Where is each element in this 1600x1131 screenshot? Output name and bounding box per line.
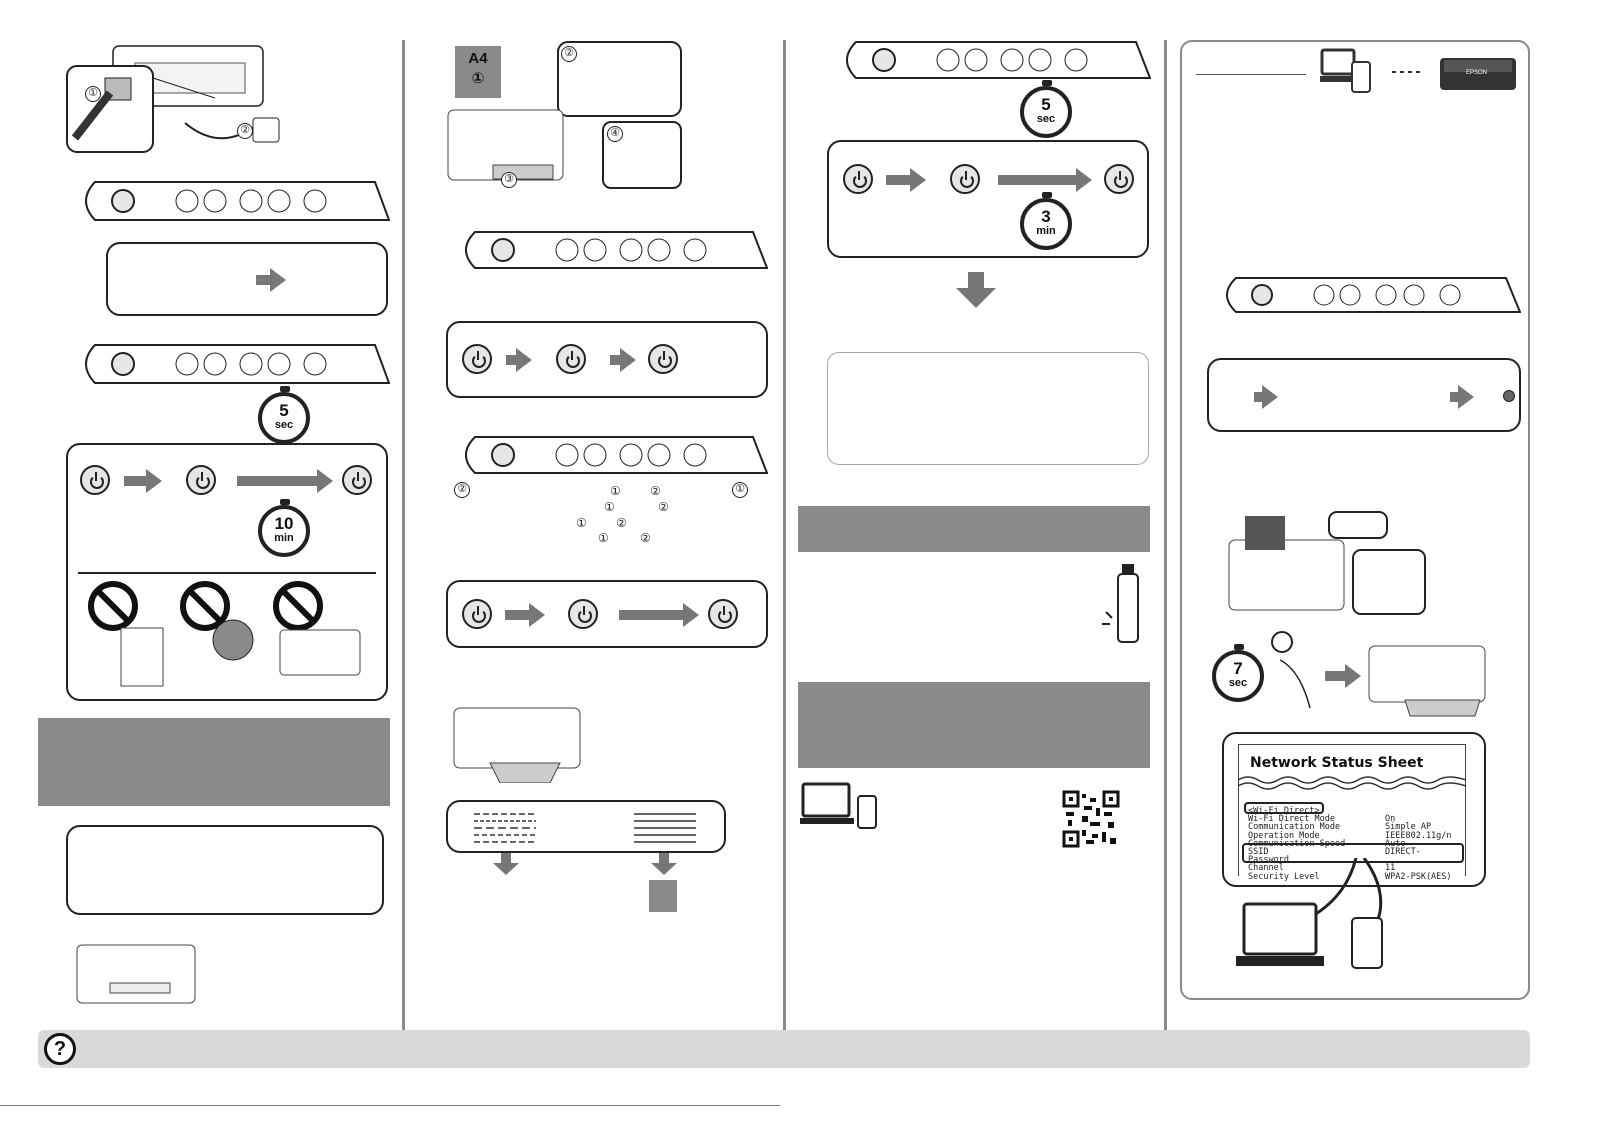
control-panel-3 bbox=[455, 230, 768, 270]
step-1-marker: ① bbox=[85, 86, 101, 102]
control-panel-2 bbox=[75, 343, 390, 385]
sequence-marker: ① bbox=[598, 531, 609, 545]
wifi-direct-light-on bbox=[1503, 390, 1515, 402]
section-label-row: <Wi-Fi Direct> bbox=[1248, 806, 1320, 816]
table-row: Password bbox=[1248, 855, 1289, 866]
step-2-marker: ② bbox=[561, 46, 577, 62]
question-icon[interactable]: ? bbox=[44, 1033, 76, 1065]
qr-code[interactable] bbox=[1062, 790, 1120, 848]
sequence-marker: ② bbox=[650, 484, 661, 498]
printing-printer-illustration bbox=[1365, 630, 1490, 720]
wifi-direct-section-highlight bbox=[1244, 802, 1324, 814]
sequence-marker: ① bbox=[604, 500, 615, 514]
help-bar bbox=[38, 1030, 1530, 1068]
devices-to-printer-illustration: EPSON bbox=[1320, 44, 1520, 96]
step-1-marker: ① bbox=[732, 482, 748, 498]
prohibited-actions-illustration bbox=[85, 580, 375, 692]
section-header-bar-2 bbox=[798, 506, 1150, 552]
column-divider-1 bbox=[402, 40, 405, 1046]
wifi-direct-section-frame bbox=[1180, 40, 1530, 1000]
power-icon bbox=[648, 344, 678, 374]
step-2-marker: ② bbox=[237, 123, 253, 139]
step-2-marker: ② bbox=[454, 482, 470, 498]
step-3-marker: ③ bbox=[501, 172, 517, 188]
power-cable-illustration: ① ② bbox=[65, 38, 390, 156]
power-icon bbox=[843, 164, 873, 194]
power-icon bbox=[462, 344, 492, 374]
laptop-phone-icon bbox=[800, 782, 880, 832]
torn-edge bbox=[1238, 774, 1466, 792]
sequence-marker: ② bbox=[658, 500, 669, 514]
arrow-down bbox=[956, 272, 996, 308]
control-panel-1 bbox=[75, 180, 390, 222]
section-header-bar-1 bbox=[38, 718, 390, 806]
power-icon bbox=[342, 465, 372, 495]
power-icon-blinking bbox=[950, 164, 980, 194]
load-paper-illustration bbox=[1225, 510, 1430, 618]
note-box bbox=[827, 352, 1149, 465]
power-icon bbox=[1104, 164, 1134, 194]
nozzle-pattern-good bbox=[632, 810, 698, 844]
column-divider-3 bbox=[1164, 40, 1167, 1046]
sequence-marker: ① bbox=[576, 516, 587, 530]
power-icon-blinking bbox=[568, 599, 598, 629]
ink-bottle-illustration bbox=[1100, 562, 1146, 644]
nozzle-check-pattern-box bbox=[446, 800, 726, 853]
power-icon bbox=[708, 599, 738, 629]
power-sequence-box-2 bbox=[446, 321, 768, 398]
step-4-marker: ④ bbox=[607, 126, 623, 142]
network-status-sheet-title: Network Status Sheet bbox=[1250, 755, 1424, 771]
power-icon-blinking bbox=[186, 465, 216, 495]
printer-output-illustration bbox=[450, 688, 585, 783]
footer-rule bbox=[0, 1105, 780, 1106]
laptop-and-phone-illustration bbox=[1236, 858, 1396, 970]
separator-line bbox=[78, 572, 376, 574]
control-panel-6 bbox=[1216, 276, 1521, 314]
sequence-marker: ② bbox=[640, 531, 651, 545]
sequence-marker: ① bbox=[610, 484, 621, 498]
column-divider-2 bbox=[783, 40, 786, 1046]
wifi-lights-box bbox=[106, 242, 388, 316]
header-rule bbox=[1196, 74, 1306, 75]
arrow-down bbox=[493, 853, 519, 875]
power-icon-blinking bbox=[556, 344, 586, 374]
paper-a4: A4 ① bbox=[455, 46, 501, 98]
ssid-password-highlight bbox=[1242, 843, 1464, 863]
sheet-paper bbox=[1238, 744, 1466, 876]
press-button-illustration bbox=[1270, 630, 1320, 710]
paper-support-box bbox=[66, 825, 384, 915]
gray-block bbox=[649, 880, 677, 912]
arrow-down bbox=[651, 853, 677, 875]
section-header-bar-3 bbox=[798, 682, 1150, 768]
printer-brand: EPSON bbox=[1466, 70, 1488, 76]
sequence-marker: ② bbox=[616, 516, 627, 530]
control-panel-5 bbox=[836, 40, 1151, 80]
printer-illustration bbox=[75, 935, 197, 1007]
power-icon bbox=[462, 599, 492, 629]
control-panel-4 bbox=[455, 435, 768, 475]
power-icon bbox=[80, 465, 110, 495]
paper-loading-illustration: ② ③ ④ bbox=[443, 40, 683, 190]
nozzle-pattern-ok bbox=[472, 810, 538, 844]
power-sequence-box-4 bbox=[827, 140, 1149, 258]
